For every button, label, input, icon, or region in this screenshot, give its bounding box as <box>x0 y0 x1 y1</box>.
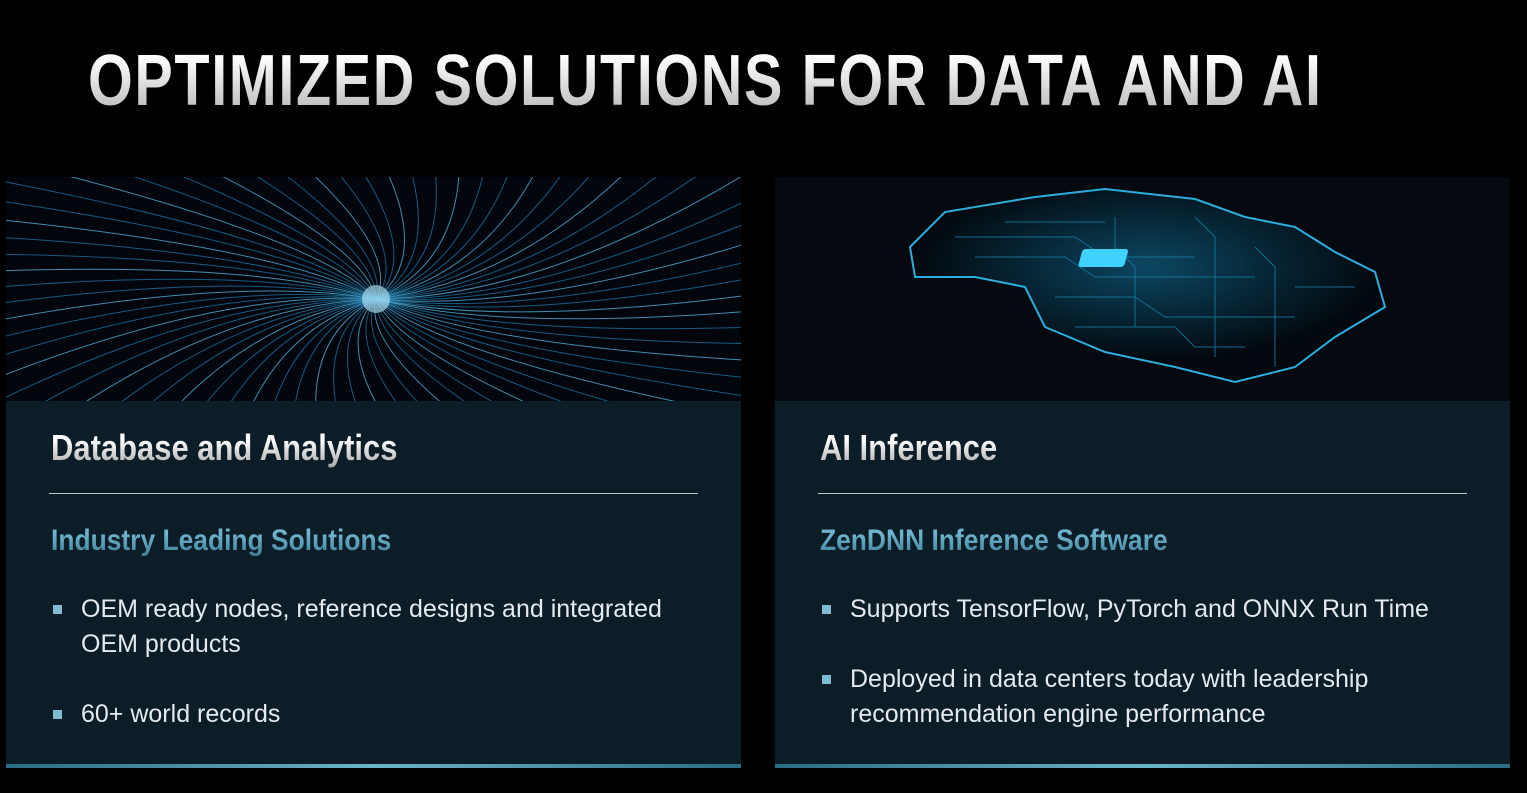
accent-bar <box>6 764 741 768</box>
panel-heading: Database and Analytics <box>51 427 398 468</box>
panel-subheading: ZenDNN Inference Software <box>820 524 1168 557</box>
panel-ai-inference: AI Inference ZenDNN Inference Software S… <box>775 177 1510 768</box>
slide-title: OPTIMIZED SOLUTIONS FOR DATA AND AI <box>88 41 1323 121</box>
divider <box>49 493 698 494</box>
bullet-icon <box>822 605 831 614</box>
bullet-icon <box>822 675 831 684</box>
bullet-list: Supports TensorFlow, PyTorch and ONNX Ru… <box>820 592 1470 767</box>
list-item: Supports TensorFlow, PyTorch and ONNX Ru… <box>820 592 1470 627</box>
panel-subheading: Industry Leading Solutions <box>51 524 392 557</box>
bullet-list: OEM ready nodes, reference designs and i… <box>51 592 701 767</box>
accent-bar <box>775 764 1510 768</box>
circuit-brain-image <box>775 177 1510 401</box>
panel-database-analytics: Database and Analytics Industry Leading … <box>6 177 741 768</box>
list-item: 60+ world records <box>51 697 701 732</box>
divider <box>818 493 1467 494</box>
list-item: Deployed in data centers today with lead… <box>820 662 1470 732</box>
list-item: OEM ready nodes, reference designs and i… <box>51 592 701 662</box>
data-streams-image <box>6 177 741 401</box>
bullet-icon <box>53 605 62 614</box>
panel-heading: AI Inference <box>820 427 998 468</box>
bullet-icon <box>53 710 62 719</box>
